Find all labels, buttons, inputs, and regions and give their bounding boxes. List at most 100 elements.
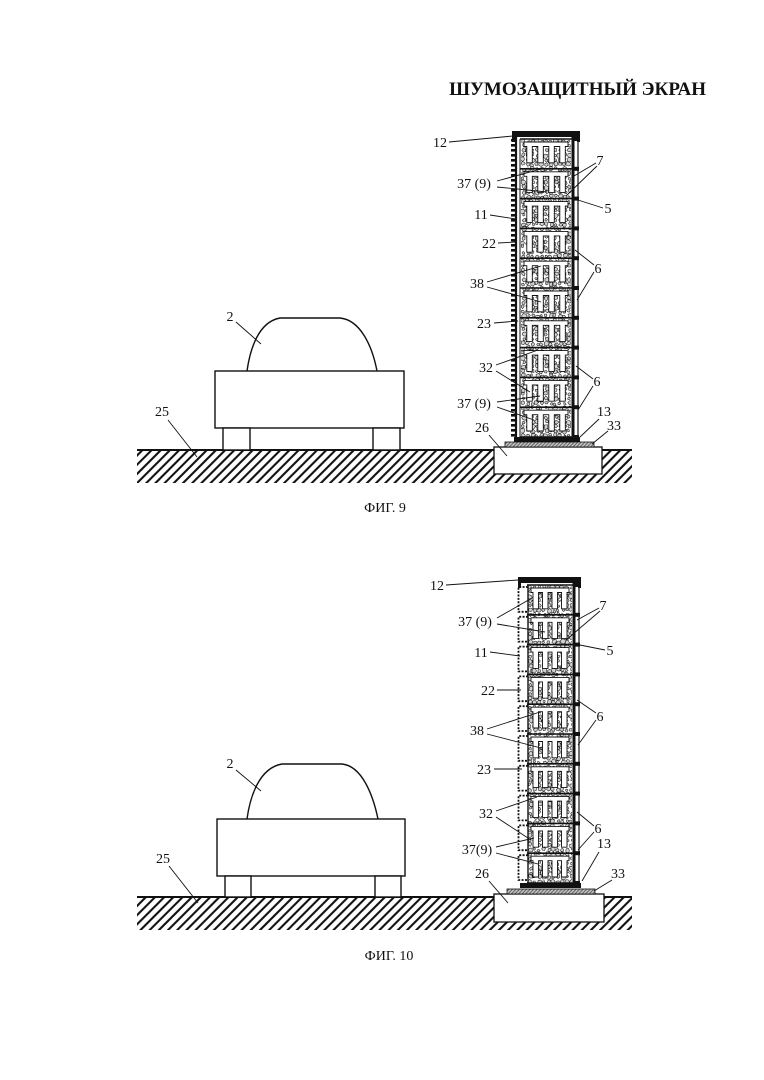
- leader-line-38: [486, 286, 542, 303]
- reference-numeral-7: 7: [600, 599, 607, 614]
- leader-line-25: [168, 865, 199, 904]
- frame-tooth: [511, 399, 515, 402]
- reference-numeral-12: 12: [433, 136, 447, 151]
- frame-tooth: [511, 354, 515, 357]
- frame-joint: [574, 286, 579, 290]
- frame-tooth: [511, 149, 515, 152]
- frame-tooth: [511, 144, 515, 147]
- frame-joint: [574, 315, 579, 320]
- column-cap-flange: [512, 131, 515, 142]
- reference-numeral-37-9-lower: 37 (9): [457, 397, 491, 412]
- cassette-side-panel: [517, 854, 528, 881]
- leader-line-37-9-lower: [495, 852, 539, 865]
- frame-tooth: [511, 344, 515, 347]
- frame-joint: [575, 851, 580, 856]
- frame-tooth: [511, 434, 515, 437]
- frame-tooth: [511, 289, 515, 292]
- cassette-insert: [530, 676, 570, 699]
- figure-10: 12 37 (9) 11 22 38 23 32 37(9) 26 7 5 6 …: [137, 577, 632, 964]
- reference-numeral-33: 33: [607, 419, 621, 434]
- reference-numeral-11: 11: [474, 646, 487, 661]
- cassette-insert: [530, 617, 570, 640]
- figure-caption: ФИГ. 9: [364, 501, 406, 516]
- frame-tooth: [511, 369, 515, 372]
- leader-line-7: [565, 610, 601, 641]
- leader-line-37-9-lower: [495, 837, 535, 848]
- frame-joint: [574, 256, 579, 261]
- leader-line-25: [167, 419, 198, 458]
- leader-line-32: [495, 349, 539, 366]
- frame-joint: [574, 345, 579, 350]
- reference-numeral-26: 26: [475, 867, 489, 882]
- frame-tooth: [511, 194, 515, 197]
- leader-line-6-upper: [574, 249, 595, 266]
- frame-tooth: [511, 249, 515, 252]
- column-cap: [512, 131, 580, 137]
- leader-line-12: [448, 135, 514, 143]
- frame-tooth: [511, 174, 515, 177]
- reference-numeral-22: 22: [481, 684, 495, 699]
- frame-tooth: [511, 209, 515, 212]
- reference-numeral-25: 25: [156, 852, 170, 867]
- frame-joint: [575, 672, 580, 677]
- leader-line-37-9-lower: [496, 406, 535, 421]
- leader-line-12: [445, 579, 519, 586]
- leader-line-11: [489, 651, 521, 657]
- reference-numeral-6-upper: 6: [597, 710, 604, 725]
- frame-joint: [574, 405, 579, 410]
- foundation: [493, 893, 605, 923]
- cassette-insert: [523, 290, 569, 313]
- column-cap-flange: [578, 577, 581, 588]
- document-title: ШУМОЗАЩИТНЫЙ ЭКРАН: [449, 78, 706, 100]
- reference-numeral-13: 13: [597, 837, 611, 852]
- reference-numeral-38: 38: [470, 277, 484, 292]
- leader-line-33: [593, 879, 613, 892]
- frame-tooth: [511, 419, 515, 422]
- cassette-insert: [530, 706, 570, 729]
- frame-tooth: [511, 224, 515, 227]
- leader-line-6-upper: [576, 699, 597, 714]
- frame-tooth: [511, 239, 515, 242]
- frame-tooth: [511, 329, 515, 332]
- frame-tooth: [511, 164, 515, 167]
- frame-tooth: [511, 254, 515, 257]
- leader-line-32: [495, 816, 532, 841]
- frame-tooth: [511, 334, 515, 337]
- cassette-side-panel: [517, 794, 528, 822]
- frame-tooth: [511, 169, 515, 172]
- leader-line-6-lower: [577, 385, 594, 411]
- frame-tooth: [511, 259, 515, 262]
- leader-line-11: [489, 214, 517, 220]
- frame-joint: [574, 226, 579, 231]
- frame-tooth: [511, 324, 515, 327]
- frame-tooth: [511, 179, 515, 182]
- cassette-insert: [523, 350, 569, 372]
- leader-line-37-9-upper: [496, 597, 533, 619]
- frame-tooth: [511, 199, 515, 202]
- frame-joint: [575, 821, 580, 826]
- cassette-insert: [530, 647, 570, 669]
- leader-line-6-lower: [575, 365, 594, 380]
- cassette-insert: [530, 796, 570, 818]
- figure-caption: ФИГ. 10: [365, 949, 414, 964]
- reference-numeral-37-9-upper: 37 (9): [457, 177, 491, 192]
- cassette-side-panel: [517, 615, 528, 643]
- reference-numeral-32: 32: [479, 361, 493, 376]
- leader-line-38: [486, 733, 542, 749]
- frame-joint: [575, 702, 580, 707]
- cassette-insert: [523, 409, 569, 432]
- cassette-insert: [523, 260, 569, 283]
- leader-line-13: [581, 851, 600, 882]
- leader-line-23: [493, 320, 519, 324]
- reference-numeral-22: 22: [482, 237, 496, 252]
- cassette-insert: [523, 141, 569, 164]
- frame-tooth: [511, 409, 515, 412]
- frame-tooth: [511, 184, 515, 187]
- car-body: [214, 370, 405, 429]
- column-base-rail: [520, 883, 581, 888]
- car-body: [216, 818, 406, 877]
- leader-line-26: [488, 880, 509, 904]
- leader-line-37-9-upper: [496, 168, 542, 182]
- frame-tooth: [511, 339, 515, 342]
